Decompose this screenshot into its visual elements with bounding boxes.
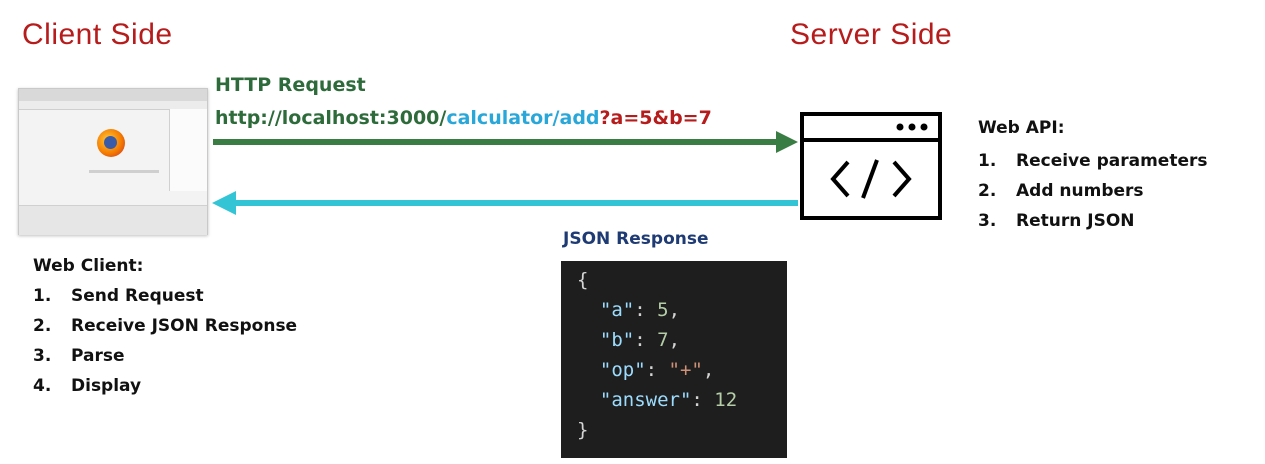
code-line: }	[577, 419, 589, 441]
browser-url-bar	[19, 101, 207, 110]
firefox-browser-icon	[18, 88, 208, 235]
list-item: 2.Add numbers	[978, 181, 1144, 201]
code-window-icon	[800, 112, 942, 220]
client-side-title: Client Side	[22, 18, 173, 51]
code-line: "op": "+",	[599, 359, 715, 381]
request-arrow	[213, 131, 798, 153]
web-client-title: Web Client:	[33, 256, 144, 276]
code-line: {	[577, 269, 589, 291]
http-request-label: HTTP Request	[215, 74, 366, 96]
firefox-logo-icon	[97, 129, 125, 157]
code-line: "answer": 12	[599, 389, 738, 411]
json-code-block: { "a": 5, "b": 7, "op": "+", "answer": 1…	[561, 261, 787, 458]
list-item: 3.Parse	[33, 346, 125, 366]
browser-search-bar	[89, 170, 159, 173]
web-api-steps: 1.Receive parameters 2.Add numbers 3.Ret…	[978, 146, 1207, 236]
code-line: "b": 7,	[599, 329, 681, 351]
json-response-label: JSON Response	[563, 229, 709, 249]
list-item: 3.Return JSON	[978, 211, 1135, 231]
web-api-title: Web API:	[978, 118, 1065, 138]
request-url: http://localhost:3000/calculator/add?a=5…	[215, 107, 712, 129]
list-item: 1.Receive parameters	[978, 151, 1208, 171]
web-client-steps: 1.Send Request 2.Receive JSON Response 3…	[33, 281, 297, 401]
browser-bottom-bar	[19, 205, 207, 235]
list-item: 1.Send Request	[33, 286, 204, 306]
url-host: http://localhost:3000/	[215, 107, 447, 129]
response-arrow	[212, 191, 798, 215]
server-side-title: Server Side	[790, 18, 953, 51]
list-item: 2.Receive JSON Response	[33, 316, 298, 336]
url-path: calculator/add	[446, 107, 600, 129]
url-query: ?a=5&b=7	[599, 107, 712, 129]
list-item: 4.Display	[33, 376, 142, 396]
code-line: "a": 5,	[599, 299, 681, 321]
browser-menu-panel	[169, 109, 207, 191]
browser-tab-bar	[19, 89, 207, 101]
